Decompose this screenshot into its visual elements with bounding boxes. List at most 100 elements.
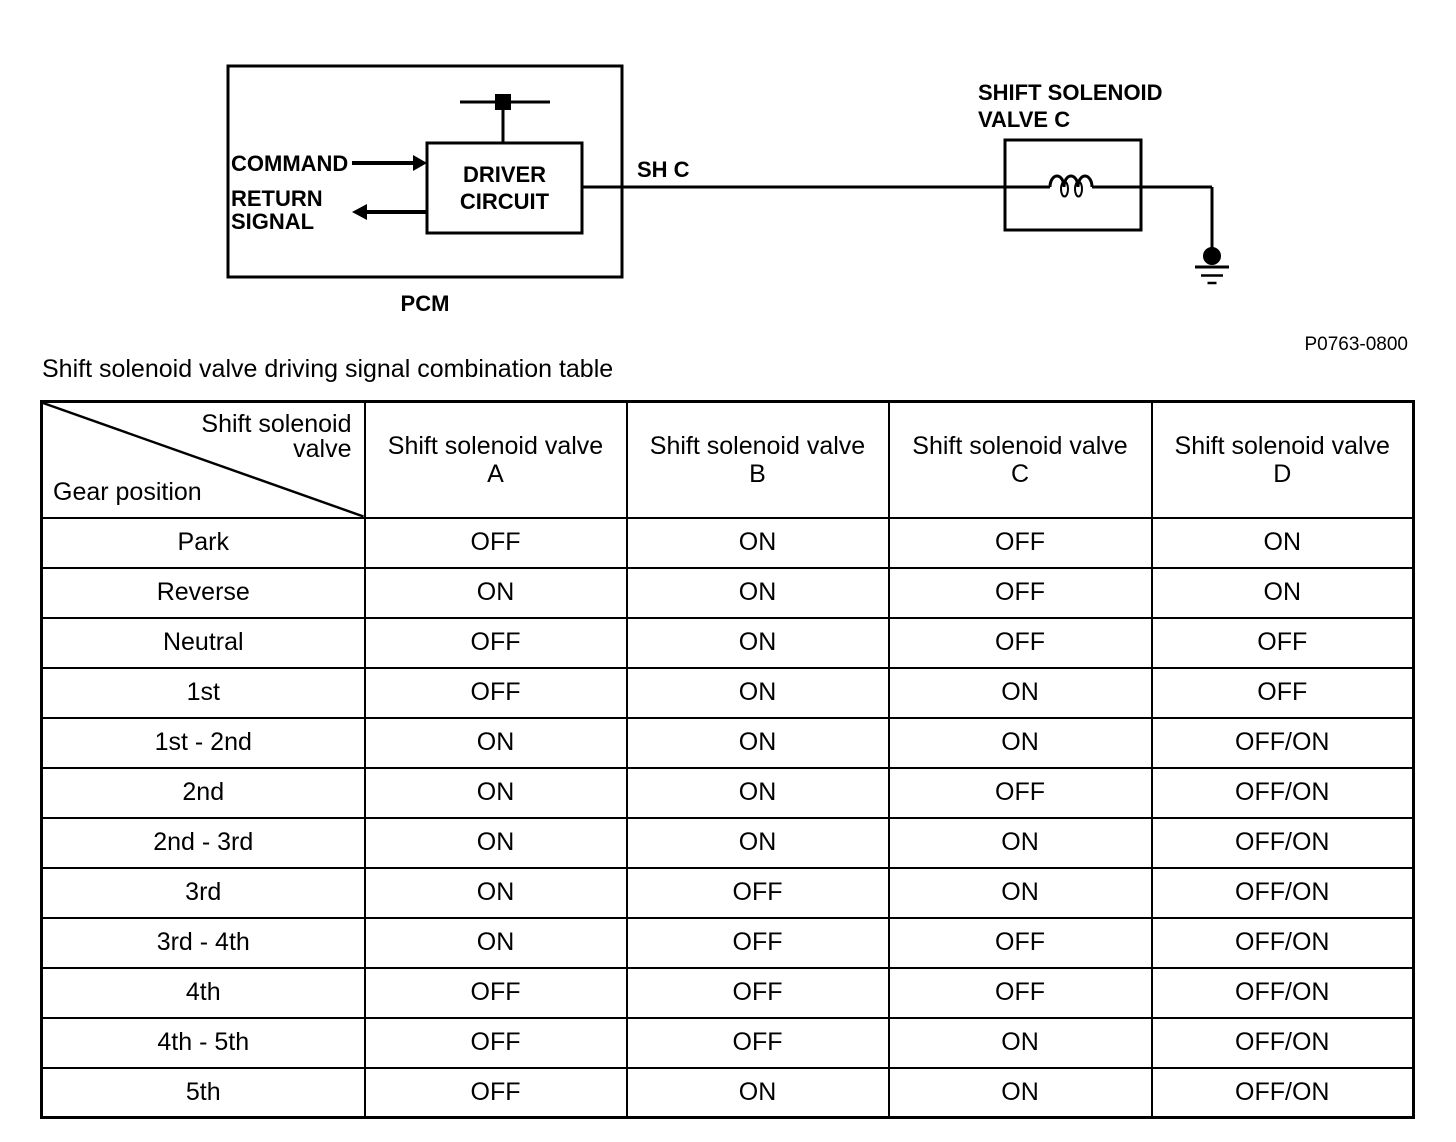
valve-c-cell: OFF	[887, 616, 1153, 669]
gear-cell: 3rd	[40, 866, 366, 919]
coil-curl-icon	[1060, 180, 1069, 198]
valve-b-cell: ON	[625, 816, 890, 869]
gear-cell: 5th	[40, 1066, 366, 1119]
valve-d-cell: OFF/ON	[1150, 816, 1415, 869]
pcm-label: PCM	[400, 291, 450, 316]
valve-c-cell: ON	[887, 1066, 1153, 1119]
valve-b-cell: ON	[625, 1066, 890, 1119]
valve-d-cell: ON	[1150, 566, 1415, 619]
valve-a-cell: ON	[363, 916, 628, 969]
valve-a-cell: ON	[363, 816, 628, 869]
solenoid-coil-icon	[1048, 174, 1094, 188]
valve-c-cell: OFF	[887, 966, 1153, 1019]
valve-b-cell: ON	[625, 766, 890, 819]
table-row: 4th OFF OFF OFF OFF/ON	[40, 966, 1415, 1019]
valve-b-cell: ON	[625, 566, 890, 619]
command-label: COMMAND	[231, 151, 349, 176]
figure-code: P0763-0800	[1304, 334, 1408, 355]
valve-b-cell: OFF	[625, 1016, 890, 1069]
table-row: 1st OFF ON ON OFF	[40, 666, 1415, 719]
column-header-valve-b: Shift solenoid valve B	[625, 400, 890, 519]
valve-d-cell: OFF	[1150, 616, 1415, 669]
row-axis-label: Gear position	[53, 477, 202, 506]
gear-cell: Park	[40, 516, 366, 569]
valve-d-cell: OFF/ON	[1150, 1016, 1415, 1069]
column-header-valve-a: Shift solenoid valve A	[363, 400, 628, 519]
gear-cell: 2nd - 3rd	[40, 816, 366, 869]
gear-cell: 4th	[40, 966, 366, 1019]
corner-diagonal-line	[43, 403, 363, 516]
pcm-box	[226, 64, 624, 279]
return-signal-label: RETURN SIGNAL	[231, 186, 323, 234]
table-row: 5th OFF ON ON OFF/ON	[40, 1066, 1415, 1119]
table-row: 3rd - 4th ON OFF OFF OFF/ON	[40, 916, 1415, 969]
valve-d-cell: OFF/ON	[1150, 966, 1415, 1019]
column-header-letter: A	[487, 459, 504, 488]
solenoid-valve-label: SHIFT SOLENOID VALVE C	[978, 80, 1163, 132]
valve-c-cell: ON	[887, 666, 1153, 719]
solenoid-combination-table: Shift solenoid valve Gear position Shift…	[40, 400, 1415, 1119]
valve-a-cell: OFF	[363, 966, 628, 1019]
return-arrowhead-icon	[352, 204, 367, 220]
ground-node-icon	[1203, 247, 1221, 265]
valve-b-cell: OFF	[625, 916, 890, 969]
driver-circuit-label: DRIVER CIRCUIT	[459, 162, 550, 214]
valve-a-cell: OFF	[363, 516, 628, 569]
gear-cell: 1st - 2nd	[40, 716, 366, 769]
valve-a-cell: OFF	[363, 666, 628, 719]
column-axis-label: Shift solenoid valve	[201, 410, 352, 463]
valve-a-cell: OFF	[363, 616, 628, 669]
valve-c-cell: OFF	[887, 516, 1153, 569]
column-header-letter: B	[749, 459, 766, 488]
table-row: Neutral OFF ON OFF OFF	[40, 616, 1415, 669]
valve-a-cell: ON	[363, 716, 628, 769]
valve-b-cell: OFF	[625, 866, 890, 919]
valve-d-cell: OFF/ON	[1150, 866, 1415, 919]
valve-c-cell: ON	[887, 816, 1153, 869]
valve-a-cell: ON	[363, 566, 628, 619]
column-header-valve-c: Shift solenoid valve C	[887, 400, 1153, 519]
valve-d-cell: OFF/ON	[1150, 916, 1415, 969]
command-arrowhead-icon	[413, 155, 427, 171]
valve-b-cell: ON	[625, 716, 890, 769]
valve-a-cell: ON	[363, 866, 628, 919]
gear-cell: Neutral	[40, 616, 366, 669]
valve-d-cell: ON	[1150, 516, 1415, 569]
valve-a-cell: OFF	[363, 1016, 628, 1069]
column-header-valve-d: Shift solenoid valve D	[1150, 400, 1415, 519]
valve-a-cell: OFF	[363, 1066, 628, 1119]
valve-b-cell: ON	[625, 616, 890, 669]
table-row: 1st - 2nd ON ON ON OFF/ON	[40, 716, 1415, 769]
shc-wire-label: SH C	[637, 157, 690, 182]
table-row: 4th - 5th OFF OFF ON OFF/ON	[40, 1016, 1415, 1069]
table-row: Park OFF ON OFF ON	[40, 516, 1415, 569]
solenoid-valve-box	[1003, 138, 1143, 232]
valve-c-cell: OFF	[887, 766, 1153, 819]
valve-d-cell: OFF/ON	[1150, 716, 1415, 769]
column-header-letter: C	[1010, 459, 1030, 488]
valve-b-cell: ON	[625, 516, 890, 569]
column-header-letter: D	[1273, 459, 1292, 488]
valve-c-cell: OFF	[887, 566, 1153, 619]
gear-cell: 2nd	[40, 766, 366, 819]
column-header-title: Shift solenoid valve	[387, 431, 604, 460]
gear-cell: 1st	[40, 666, 366, 719]
valve-b-cell: ON	[625, 666, 890, 719]
header-row: Shift solenoid valve Gear position Shift…	[40, 400, 1415, 519]
table-caption: Shift solenoid valve driving signal comb…	[42, 355, 614, 383]
column-header-title: Shift solenoid valve	[912, 431, 1128, 460]
gear-cell: Reverse	[40, 566, 366, 619]
gear-cell: 3rd - 4th	[40, 916, 366, 969]
valve-d-cell: OFF/ON	[1150, 766, 1415, 819]
valve-c-cell: ON	[887, 866, 1153, 919]
gear-cell: 4th - 5th	[40, 1016, 366, 1069]
table-row: 3rd ON OFF ON OFF/ON	[40, 866, 1415, 919]
corner-header-cell: Shift solenoid valve Gear position	[40, 400, 366, 519]
table-row: 2nd ON ON OFF OFF/ON	[40, 766, 1415, 819]
power-node-icon	[495, 94, 511, 110]
valve-c-cell: ON	[887, 1016, 1153, 1069]
column-header-title: Shift solenoid valve	[1174, 431, 1390, 460]
valve-a-cell: ON	[363, 766, 628, 819]
